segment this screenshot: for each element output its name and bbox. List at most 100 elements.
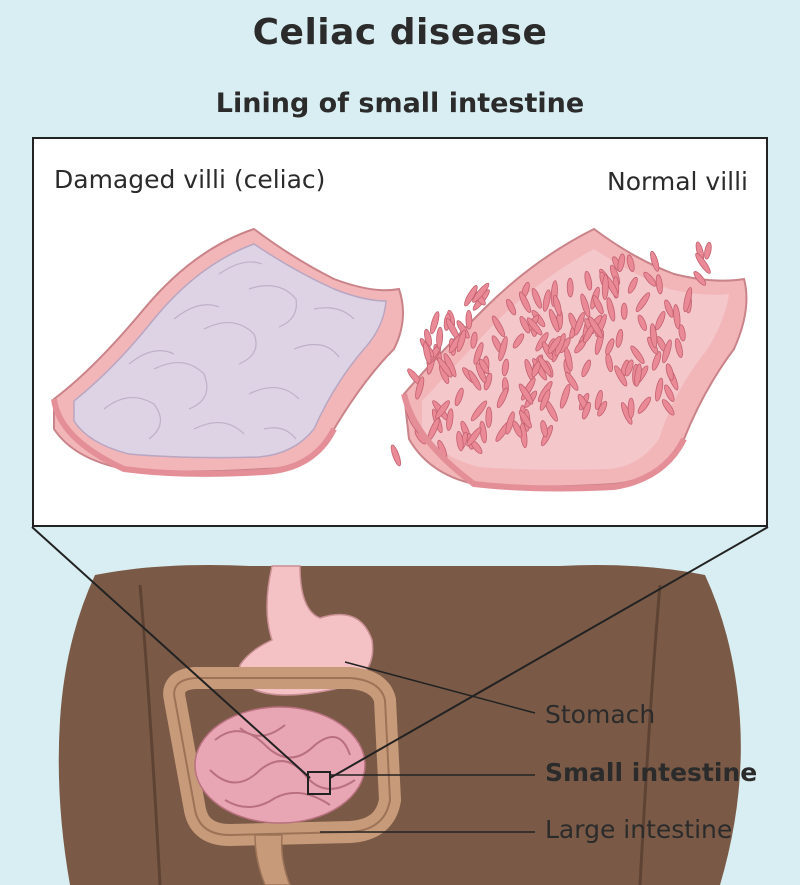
- villus-mark: [437, 357, 453, 378]
- callout-large-intestine: Large intestine: [545, 815, 733, 844]
- villus-mark: [584, 270, 593, 291]
- villus-mark: [655, 311, 666, 331]
- villus-mark: [626, 254, 635, 272]
- villus-mark: [565, 371, 579, 391]
- villus-mark: [620, 302, 628, 320]
- villus-mark: [615, 329, 624, 348]
- villus-mark: [661, 399, 675, 416]
- stomach-shape: [239, 565, 374, 696]
- villus-mark: [537, 355, 552, 376]
- villus-mark: [580, 293, 591, 318]
- lining-panel: Damaged villi (celiac) Normal villi: [32, 137, 768, 527]
- villus-mark: [627, 397, 635, 419]
- villus-mark: [581, 359, 592, 378]
- villus-mark: [518, 410, 532, 429]
- villus-mark: [605, 338, 615, 355]
- villus-mark: [512, 420, 523, 438]
- villus-mark: [617, 253, 625, 272]
- villus-mark: [634, 363, 642, 387]
- villus-mark: [637, 314, 647, 332]
- villus-mark: [485, 406, 493, 428]
- villus-mark: [435, 400, 450, 419]
- villus-mark: [456, 329, 467, 353]
- villus-mark: [519, 315, 531, 334]
- villus-mark: [454, 387, 464, 407]
- villus-mark: [470, 331, 478, 349]
- villus-mark: [506, 298, 517, 316]
- damaged-villi-label: Damaged villi (celiac): [54, 165, 326, 194]
- villus-mark: [501, 358, 509, 377]
- villus-mark: [446, 408, 454, 431]
- villus-mark: [531, 287, 542, 309]
- villus-mark: [539, 389, 551, 411]
- diagram-subtitle: Lining of small intestine: [215, 88, 585, 119]
- villus-mark: [635, 292, 651, 313]
- villus-mark: [606, 297, 616, 322]
- villus-mark: [468, 370, 482, 391]
- lining-illustrations: [51, 227, 748, 492]
- villus-mark: [624, 359, 634, 377]
- villus-mark: [704, 241, 712, 260]
- villus-mark: [548, 308, 560, 333]
- villus-mark: [574, 312, 585, 336]
- villus-mark: [496, 387, 509, 409]
- villus-mark: [664, 384, 675, 402]
- villus-mark: [630, 345, 645, 364]
- damaged-villi-illustration: [51, 227, 404, 477]
- callout-small-intestine: Small intestine: [545, 758, 758, 787]
- villus-mark: [491, 315, 506, 338]
- magnifier-box: [307, 771, 331, 795]
- villus-mark: [655, 274, 663, 295]
- villus-mark: [478, 358, 490, 375]
- villus-mark: [695, 252, 711, 274]
- villi-marks: [390, 241, 712, 467]
- villus-mark: [597, 400, 608, 417]
- villus-mark: [683, 287, 693, 313]
- villus-mark: [566, 277, 574, 298]
- villus-mark: [512, 333, 525, 349]
- normal-villi-label: Normal villi: [607, 167, 748, 196]
- villus-mark: [472, 282, 490, 303]
- villus-mark: [424, 328, 432, 347]
- villus-mark: [390, 444, 402, 467]
- villus-mark: [526, 317, 543, 336]
- villus-mark: [678, 324, 686, 342]
- villus-mark: [592, 295, 604, 315]
- villus-mark: [473, 342, 484, 365]
- villus-mark: [464, 285, 478, 307]
- villus-mark: [643, 271, 657, 287]
- villus-mark: [415, 376, 425, 400]
- villus-mark: [637, 396, 652, 414]
- villus-mark: [547, 335, 562, 355]
- villus-mark: [542, 289, 551, 312]
- villus-mark: [651, 351, 662, 371]
- villus-mark: [627, 276, 638, 294]
- villus-mark: [674, 338, 683, 358]
- villus-mark: [581, 401, 591, 420]
- villus-mark: [693, 271, 707, 286]
- villus-mark: [564, 347, 573, 372]
- villus-mark: [498, 336, 508, 362]
- villus-mark: [552, 295, 562, 316]
- small-intestine-shape: [194, 706, 366, 824]
- villus-mark: [594, 390, 603, 410]
- villus-mark: [655, 377, 664, 402]
- normal-villi-illustration: [390, 227, 748, 492]
- villus-mark: [664, 299, 674, 318]
- villus-mark: [422, 342, 432, 365]
- callout-stomach: Stomach: [545, 700, 656, 729]
- villus-mark: [650, 250, 660, 272]
- villus-mark: [466, 427, 482, 447]
- diagram-title: Celiac disease: [252, 12, 548, 53]
- villus-mark: [518, 291, 532, 313]
- villus-mark: [673, 304, 681, 330]
- villus-mark: [465, 310, 473, 330]
- villus-mark: [665, 363, 674, 381]
- villus-mark: [470, 400, 488, 422]
- villus-mark: [601, 274, 609, 300]
- villus-mark: [436, 326, 444, 349]
- villus-mark: [456, 430, 464, 452]
- villus-mark: [540, 420, 548, 438]
- villus-mark: [614, 365, 628, 387]
